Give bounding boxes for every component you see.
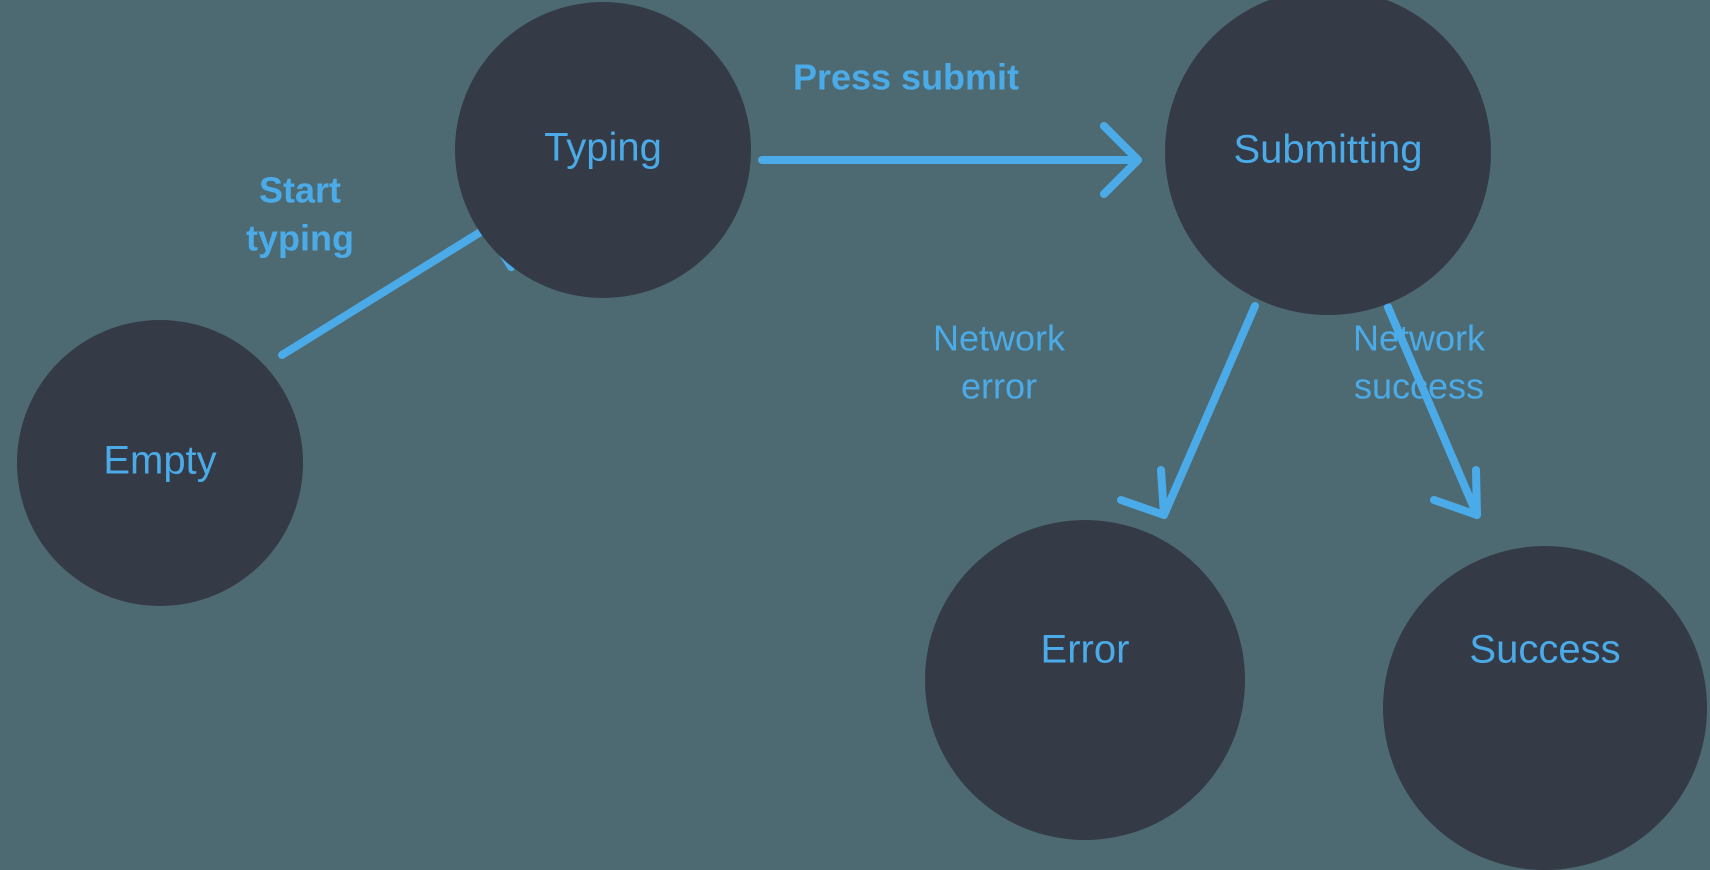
arrowhead-press-submit (1100, 122, 1142, 198)
node-label-empty: Empty (103, 439, 216, 483)
node-circle-submitting[interactable] (1165, 0, 1491, 315)
edge-label-network-error-line2: error (961, 366, 1037, 407)
edge-submitting-to-error (1117, 302, 1259, 519)
node-label-typing: Typing (544, 126, 662, 170)
edge-label-start-typing-line1: Start (259, 170, 341, 211)
edge-label-network-success: Network success (1353, 318, 1486, 407)
arrowhead-network-error (1117, 466, 1168, 519)
node-label-error: Error (1041, 628, 1130, 672)
node-circle-error[interactable] (925, 520, 1245, 840)
state-node-empty[interactable]: Empty (17, 320, 303, 606)
node-label-success: Success (1469, 628, 1620, 672)
state-node-error[interactable]: Error (925, 520, 1245, 840)
edge-label-network-error: Network error (933, 318, 1066, 407)
edge-submitting-to-success (1384, 303, 1481, 519)
edge-label-press-submit-line1: Press submit (793, 57, 1019, 98)
node-circle-success[interactable] (1383, 546, 1707, 870)
edge-label-network-success-line1: Network (1353, 318, 1486, 359)
node-circle-typing[interactable] (455, 2, 751, 298)
arrowhead-network-success (1430, 466, 1481, 519)
state-node-typing[interactable]: Typing (455, 2, 751, 298)
edge-label-press-submit: Press submit (793, 57, 1019, 98)
state-node-success[interactable]: Success (1383, 546, 1707, 870)
edge-line-network-success (1384, 303, 1481, 519)
edge-label-start-typing: Start typing (246, 170, 354, 259)
node-circle-empty[interactable] (17, 320, 303, 606)
state-node-submitting[interactable]: Submitting (1165, 0, 1491, 315)
node-label-submitting: Submitting (1234, 128, 1423, 172)
edge-line-network-error (1160, 302, 1259, 519)
edge-label-start-typing-line2: typing (246, 218, 354, 259)
edge-label-network-success-line2: success (1354, 366, 1484, 407)
edge-label-network-error-line1: Network (933, 318, 1066, 359)
edge-typing-to-submitting (758, 122, 1142, 198)
